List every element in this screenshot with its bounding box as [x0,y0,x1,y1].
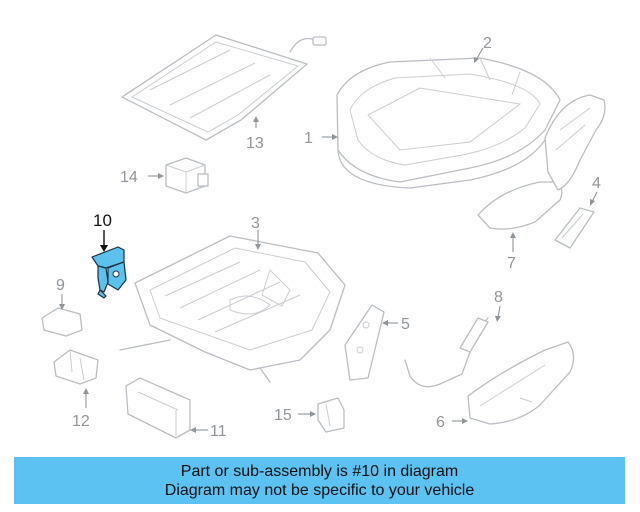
callout-11: 11 [210,423,227,440]
callout-12: 12 [72,413,90,430]
callout-2: 2 [483,35,492,52]
callout-labels: 1 2 3 4 5 6 7 8 9 11 12 13 14 15 10 [56,35,601,440]
part-12-bracket[interactable] [53,349,99,385]
part-13-heater-pad[interactable] [121,34,327,141]
callout-5: 5 [401,316,410,333]
part-11-support[interactable] [125,377,191,439]
part-3-seat-frame[interactable] [119,235,346,383]
callout-15: 15 [274,407,292,424]
part-10-highlighted-bracket[interactable] [91,246,127,299]
part-4-switch[interactable] [554,207,595,249]
part-5-bracket[interactable] [344,304,385,381]
part-14-module[interactable] [165,157,209,194]
part-1-2-seat-cushion[interactable] [336,57,561,189]
callout-4: 4 [592,175,601,192]
info-banner: Part or sub-assembly is #10 in diagram D… [14,457,625,504]
callout-14: 14 [120,169,138,186]
callout-13: 13 [246,135,264,152]
callout-9: 9 [56,277,65,294]
callout-10: 10 [93,211,112,230]
callout-3: 3 [251,215,260,232]
banner-line-2: Diagram may not be specific to your vehi… [164,481,475,499]
part-9-cover[interactable] [41,307,83,337]
part-7-side-shield[interactable] [477,94,606,230]
callout-leaders [59,47,598,433]
part-15-hinge[interactable] [317,397,345,433]
banner-line-1: Part or sub-assembly is #10 in diagram [180,462,459,480]
callout-1: 1 [304,130,313,147]
part-6-side-panel[interactable] [467,341,575,425]
callout-8: 8 [494,289,503,306]
callout-7: 7 [507,255,516,272]
part-8-harness[interactable] [404,317,489,388]
callout-6: 6 [436,414,445,431]
